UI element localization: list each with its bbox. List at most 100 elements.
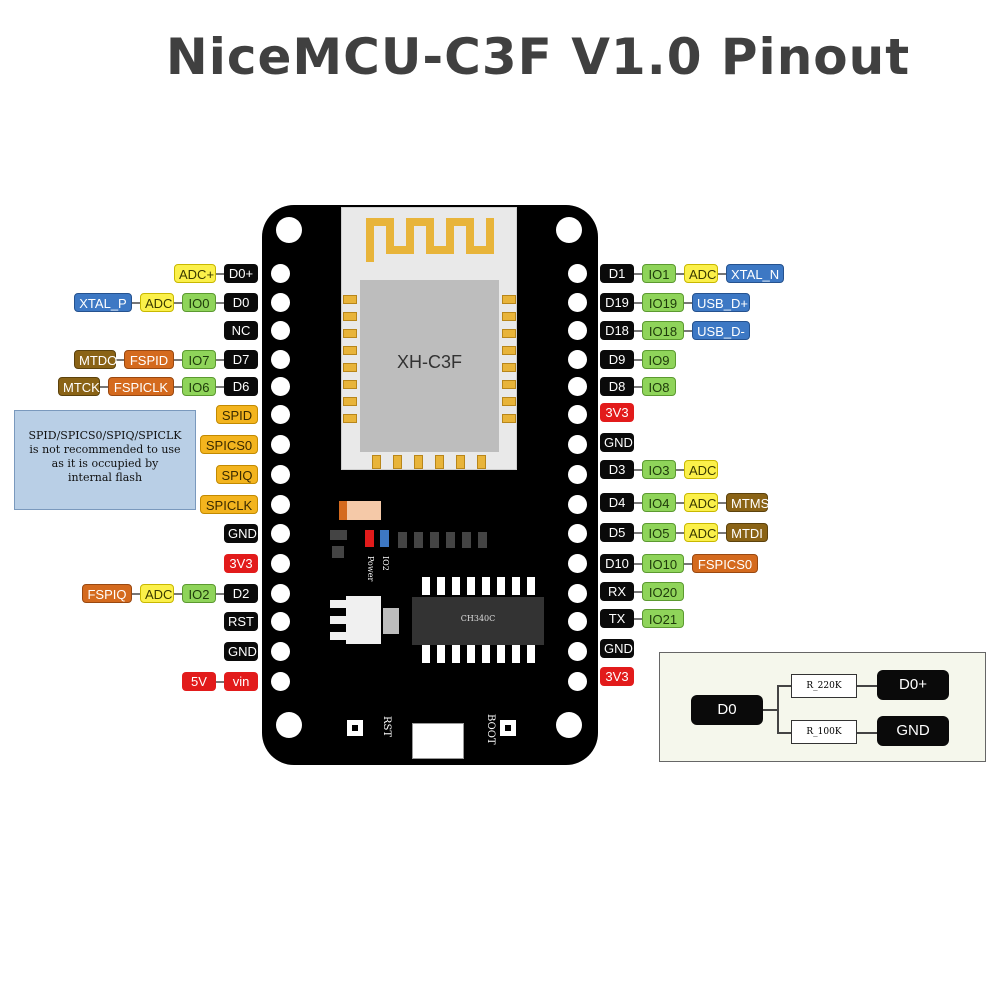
module-pad bbox=[414, 455, 423, 469]
header-pin-hole bbox=[271, 642, 290, 661]
module-pad bbox=[502, 363, 516, 372]
module-pad bbox=[343, 397, 357, 406]
label-connector bbox=[100, 386, 108, 388]
left-pin-label: SPICS0 bbox=[200, 435, 258, 454]
label-connector bbox=[634, 359, 642, 361]
note-line: SPID/SPICS0/SPIQ/SPICLK bbox=[28, 429, 182, 442]
left-pin-function: FSPIQ bbox=[82, 584, 132, 603]
label-connector bbox=[216, 681, 224, 683]
header-pin-hole bbox=[568, 672, 587, 691]
right-pin-label: 3V3 bbox=[600, 667, 634, 686]
divider-wire bbox=[777, 685, 779, 733]
label-connector bbox=[216, 359, 224, 361]
module-pad bbox=[343, 363, 357, 372]
left-pin-label: RST bbox=[224, 612, 258, 631]
label-connector bbox=[216, 273, 224, 275]
label-connector bbox=[634, 502, 642, 504]
crystal-component bbox=[339, 501, 381, 520]
label-connector bbox=[634, 302, 642, 304]
right-pin-function: IO1 bbox=[642, 264, 676, 283]
regulator-pin bbox=[330, 632, 346, 640]
module-pad bbox=[502, 414, 516, 423]
resistor-r1: R_220K bbox=[791, 674, 857, 698]
module-pad bbox=[502, 380, 516, 389]
label-connector bbox=[216, 386, 224, 388]
right-pin-label: D8 bbox=[600, 377, 634, 396]
header-pin-hole bbox=[271, 612, 290, 631]
smd-component bbox=[398, 532, 407, 548]
chip-pin bbox=[512, 645, 520, 663]
io-led-label: IO2 bbox=[381, 556, 390, 571]
module-label: XH-C3F bbox=[396, 352, 462, 372]
module-pad bbox=[343, 346, 357, 355]
right-pin-function: IO9 bbox=[642, 350, 676, 369]
voltage-regulator bbox=[346, 596, 381, 644]
usb-connector bbox=[412, 723, 464, 759]
header-pin-hole bbox=[568, 612, 587, 631]
right-pin-function: ADC bbox=[684, 264, 718, 283]
left-pin-function: 5V bbox=[182, 672, 216, 691]
smd-component bbox=[478, 532, 487, 548]
chip-label: CH340C bbox=[460, 614, 496, 623]
right-pin-function: IO5 bbox=[642, 523, 676, 542]
label-connector bbox=[684, 563, 692, 565]
right-pin-function: IO3 bbox=[642, 460, 676, 479]
header-pin-hole bbox=[271, 495, 290, 514]
left-pin-function: ADC+ bbox=[174, 264, 216, 283]
module-pad bbox=[343, 312, 357, 321]
module-pad bbox=[502, 329, 516, 338]
smd-component bbox=[446, 532, 455, 548]
chip-pin bbox=[467, 577, 475, 595]
header-pin-hole bbox=[271, 405, 290, 424]
left-pin-function: IO2 bbox=[182, 584, 216, 603]
label-connector bbox=[676, 273, 684, 275]
label-connector bbox=[718, 502, 726, 504]
right-pin-function: IO8 bbox=[642, 377, 676, 396]
header-pin-hole bbox=[568, 321, 587, 340]
antenna-trace bbox=[366, 218, 494, 262]
label-connector bbox=[216, 593, 224, 595]
mounting-hole bbox=[276, 217, 302, 243]
module-pad bbox=[502, 312, 516, 321]
header-pin-hole bbox=[271, 321, 290, 340]
chip-pin bbox=[497, 577, 505, 595]
left-pin-function: IO6 bbox=[182, 377, 216, 396]
right-pin-function: FSPICS0 bbox=[692, 554, 758, 573]
module-pad bbox=[502, 397, 516, 406]
left-pin-function: IO7 bbox=[182, 350, 216, 369]
left-pin-label: SPICLK bbox=[200, 495, 258, 514]
left-pin-function: IO0 bbox=[182, 293, 216, 312]
header-pin-hole bbox=[271, 524, 290, 543]
header-pin-hole bbox=[271, 584, 290, 603]
mounting-hole bbox=[556, 712, 582, 738]
right-pin-function: ADC bbox=[684, 460, 718, 479]
chip-pin bbox=[497, 645, 505, 663]
left-pin-function: ADC bbox=[140, 584, 174, 603]
label-connector bbox=[684, 302, 692, 304]
divider-wire bbox=[777, 685, 791, 687]
chip-pin bbox=[452, 645, 460, 663]
regulator-tab bbox=[383, 608, 399, 634]
header-pin-hole bbox=[568, 465, 587, 484]
right-pin-label: D10 bbox=[600, 554, 634, 573]
header-pin-hole bbox=[568, 584, 587, 603]
right-pin-function: MTDI bbox=[726, 523, 768, 542]
right-pin-label: D9 bbox=[600, 350, 634, 369]
left-pin-function: MTCK bbox=[58, 377, 100, 396]
right-pin-label: GND bbox=[600, 433, 634, 452]
header-pin-hole bbox=[271, 672, 290, 691]
left-pin-function: FSPID bbox=[124, 350, 174, 369]
left-pin-label: NC bbox=[224, 321, 258, 340]
label-connector bbox=[634, 386, 642, 388]
label-connector bbox=[216, 302, 224, 304]
header-pin-hole bbox=[271, 350, 290, 369]
header-pin-hole bbox=[568, 554, 587, 573]
label-connector bbox=[634, 618, 642, 620]
boot-button-label: BOOT bbox=[485, 714, 496, 745]
right-pin-label: GND bbox=[600, 639, 634, 658]
note-line: internal flash bbox=[67, 471, 143, 484]
divider-source-label: D0 bbox=[691, 695, 763, 725]
module-pad bbox=[435, 455, 444, 469]
header-pin-hole bbox=[271, 465, 290, 484]
divider-wire bbox=[857, 685, 877, 687]
